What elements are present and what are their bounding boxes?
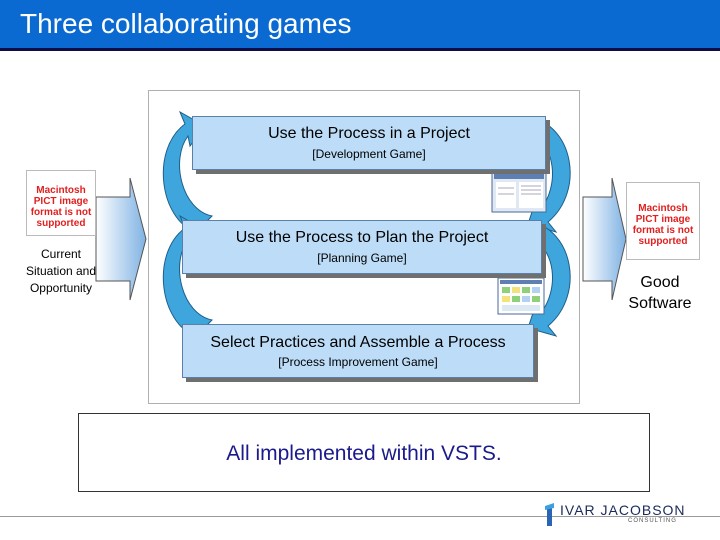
output-label: Good Software <box>628 274 692 312</box>
development-game-title: Use the Process in a Project <box>268 125 470 142</box>
vsts-box: All implemented within VSTS. <box>78 413 650 492</box>
planning-game-title: Use the Process to Plan the Project <box>235 229 489 246</box>
output-arrow-icon <box>582 177 627 301</box>
planning-screenshot-thumbnail <box>497 277 545 315</box>
development-screenshot-thumbnail <box>491 171 547 213</box>
development-game-subtitle: [Development Game] <box>312 147 426 161</box>
logo-mark-icon <box>545 503 554 526</box>
left-image-placeholder: Macintosh PICT image format is not suppo… <box>26 170 96 236</box>
planning-game-subtitle: [Planning Game] <box>317 251 407 265</box>
right-image-placeholder-text: Macintosh PICT image format is not suppo… <box>632 203 694 247</box>
footer-divider <box>0 516 720 517</box>
title-underline <box>0 48 720 51</box>
planning-game-bar: Use the Process to Plan the Project [Pla… <box>182 220 542 274</box>
vsts-text: All implemented within VSTS. <box>226 442 502 465</box>
development-game-bar: Use the Process in a Project [Developmen… <box>192 116 546 170</box>
company-logo: IVAR JACOBSON CONSULTING <box>540 500 700 530</box>
logo-text: IVAR JACOBSON <box>560 502 686 518</box>
input-label: Current Situation and Opportunity <box>25 247 97 295</box>
process-improvement-game-title: Select Practices and Assemble a Process <box>210 334 506 351</box>
left-image-placeholder-text: Macintosh PICT image format is not suppo… <box>30 185 92 229</box>
process-improvement-game-subtitle: [Process Improvement Game] <box>278 355 438 369</box>
title-bar: Three collaborating games <box>0 0 720 48</box>
input-arrow-icon <box>95 177 147 301</box>
right-image-placeholder: Macintosh PICT image format is not suppo… <box>626 182 700 260</box>
logo-subtext: CONSULTING <box>628 518 677 524</box>
process-improvement-game-bar: Select Practices and Assemble a Process … <box>182 324 534 378</box>
slide-title: Three collaborating games <box>20 8 352 39</box>
right-curved-arrow-lower-icon <box>527 221 571 337</box>
